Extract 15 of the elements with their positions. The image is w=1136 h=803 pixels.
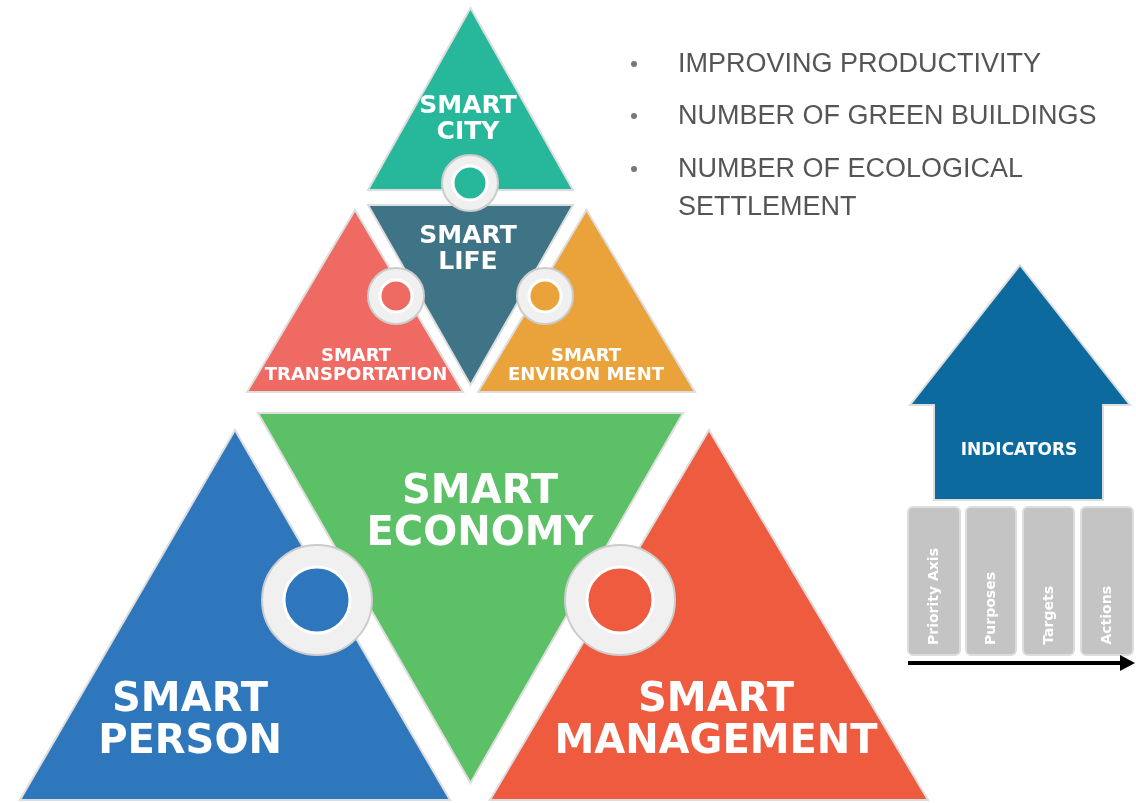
panel-label: SMART TRANSPORTATION bbox=[263, 346, 449, 384]
bar-label: Priority Axis bbox=[925, 548, 941, 645]
bullet-text: NUMBER OF ECOLOGICAL SETTLEMENT bbox=[678, 152, 1024, 223]
bullet-text: NUMBER OF GREEN BUILDINGS bbox=[678, 99, 1097, 132]
panel-label: SMART LIFE bbox=[418, 221, 518, 275]
panel-label: SMART ENVIRON MENT bbox=[506, 346, 665, 384]
panel-label: SMART ECONOMY bbox=[365, 468, 595, 552]
panel-label: SMART CITY bbox=[418, 91, 518, 145]
panel-label: INDICATORS bbox=[959, 441, 1079, 459]
bar-label: Targets bbox=[1039, 586, 1056, 645]
panel-label: SMART MANAGEMENT bbox=[553, 676, 879, 760]
bullet-text: IMPROVING PRODUCTIVITY bbox=[678, 47, 1042, 80]
panel-label: SMART PERSON bbox=[97, 676, 283, 760]
bar-label: Actions bbox=[1098, 586, 1114, 645]
bar-label: Purposes bbox=[982, 572, 998, 645]
